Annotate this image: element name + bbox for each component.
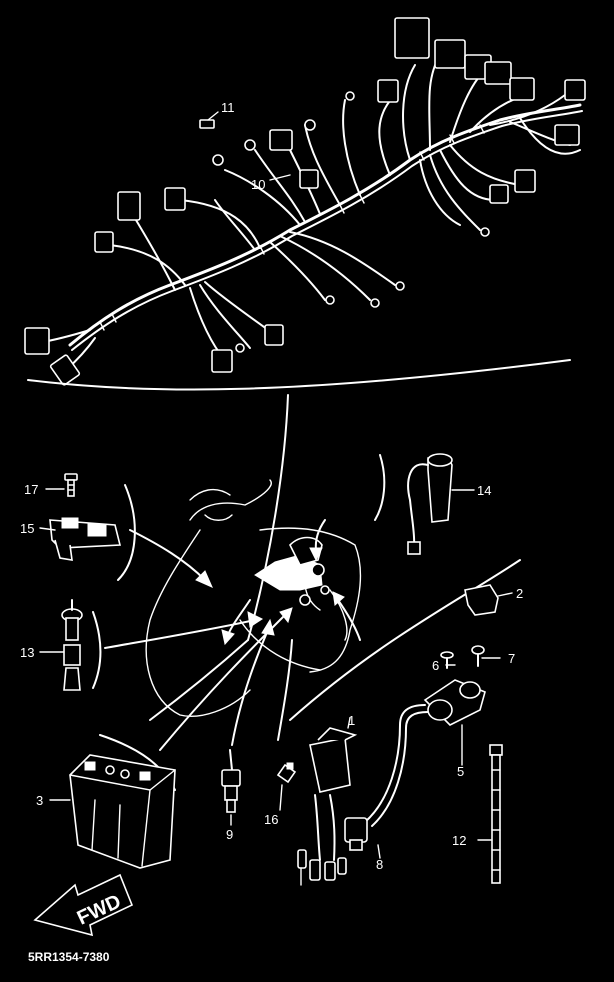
callout-3: 3 bbox=[36, 793, 44, 808]
callout-14: 14 bbox=[477, 483, 492, 498]
part-relay-2 bbox=[464, 584, 499, 616]
callout-16: 16 bbox=[264, 812, 279, 827]
part-code: 5RR1354-7380 bbox=[28, 950, 110, 964]
callout-5: 5 bbox=[457, 764, 465, 779]
part-fuse-holder-13 bbox=[61, 599, 83, 691]
part-small-bolt-16 bbox=[276, 762, 297, 784]
callout-11: 11 bbox=[221, 100, 235, 115]
callout-17: 17 bbox=[24, 482, 39, 497]
leader-lines bbox=[39, 111, 513, 859]
callout-7: 7 bbox=[508, 651, 516, 666]
frame-parts bbox=[254, 536, 330, 606]
callout-13: 13 bbox=[20, 645, 35, 660]
part-ignition-coil-1 bbox=[297, 727, 358, 886]
part-fwd-arrow: FWD bbox=[33, 873, 134, 937]
part-relay-bracket-15 bbox=[49, 517, 122, 561]
part-grip-heater-14 bbox=[407, 453, 453, 555]
part-screw-6 bbox=[440, 651, 454, 669]
callout-9: 9 bbox=[226, 827, 234, 842]
callout-1: 1 bbox=[348, 713, 356, 728]
section-dividers bbox=[27, 359, 571, 791]
part-cable-tie-12 bbox=[489, 744, 503, 884]
part-screw-7 bbox=[471, 645, 485, 667]
callout-2: 2 bbox=[516, 586, 524, 601]
wire-harness bbox=[24, 17, 586, 386]
callout-15: 15 bbox=[20, 521, 35, 536]
callout-10: 10 bbox=[251, 177, 266, 192]
part-battery-3 bbox=[69, 754, 176, 869]
location-arrows bbox=[104, 519, 361, 751]
scooter-outline bbox=[145, 479, 362, 717]
part-bolt-17 bbox=[64, 473, 78, 497]
part-coil-5 bbox=[423, 679, 486, 726]
callout-8: 8 bbox=[376, 857, 384, 872]
callout-12: 12 bbox=[452, 833, 467, 848]
part-sensor-9 bbox=[221, 749, 241, 813]
part-plug-cap-8 bbox=[344, 704, 429, 851]
callout-6: 6 bbox=[432, 658, 440, 673]
